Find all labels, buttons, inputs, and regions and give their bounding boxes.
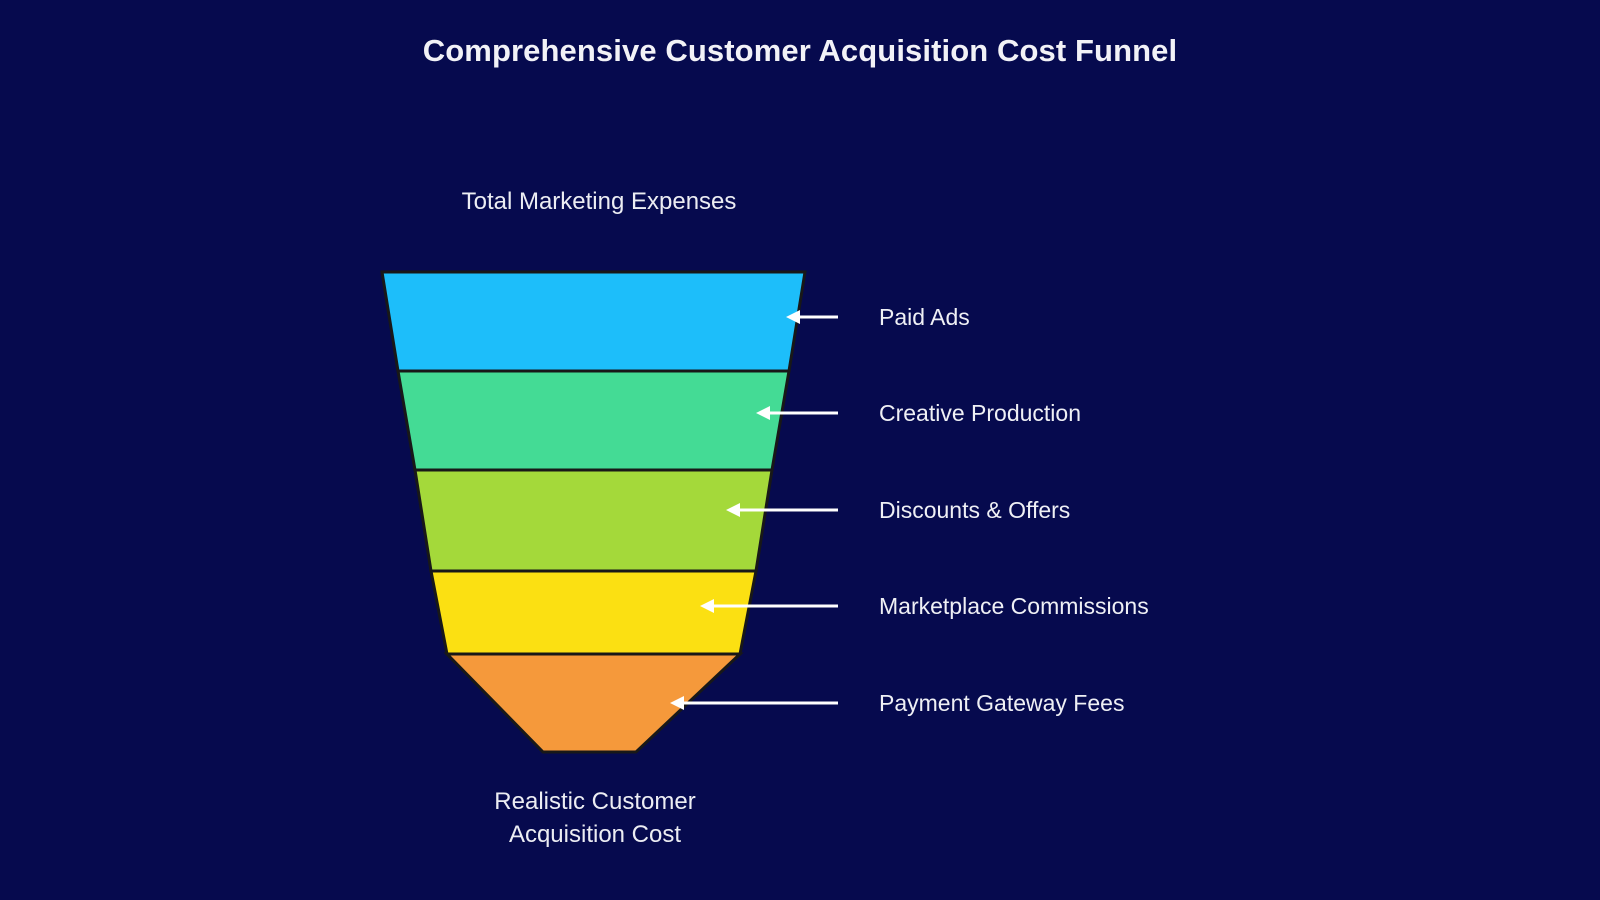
arrow-creative-production — [756, 406, 838, 420]
funnel-bottom-label-line1: Realistic Customer — [494, 788, 696, 815]
funnel-bottom-label: Realistic Customer Acquisition Cost — [0, 785, 1190, 851]
funnel-callout-arrows — [670, 310, 838, 710]
funnel-segment-payment-gateway-fees[interactable] — [443, 652, 744, 754]
funnel-segment-marketplace-commissions[interactable] — [429, 569, 758, 656]
stage-label-marketplace-commissions: Marketplace Commissions — [879, 593, 1149, 619]
arrow-marketplace-commissions — [700, 599, 838, 613]
arrow-discounts-offers — [726, 503, 838, 517]
stage-label-payment-gateway-fees: Payment Gateway Fees — [879, 690, 1125, 716]
funnel-segment-discounts-offers[interactable] — [413, 468, 774, 573]
page-title: Comprehensive Customer Acquisition Cost … — [422, 33, 1178, 68]
arrow-paid-ads — [786, 310, 838, 324]
stage-label-discounts-offers: Discounts & Offers — [879, 497, 1071, 523]
stage-label-paid-ads: Paid Ads — [879, 304, 970, 330]
funnel-segment-paid-ads[interactable] — [380, 270, 807, 373]
stage-label-creative-production: Creative Production — [879, 400, 1081, 426]
funnel-segments — [380, 270, 807, 754]
funnel-bottom-label-line2: Acquisition Cost — [508, 821, 682, 848]
funnel-segment-creative-production[interactable] — [396, 369, 791, 472]
arrow-payment-gateway-fees — [670, 696, 838, 710]
funnel-top-label: Total Marketing Expenses — [461, 188, 737, 215]
